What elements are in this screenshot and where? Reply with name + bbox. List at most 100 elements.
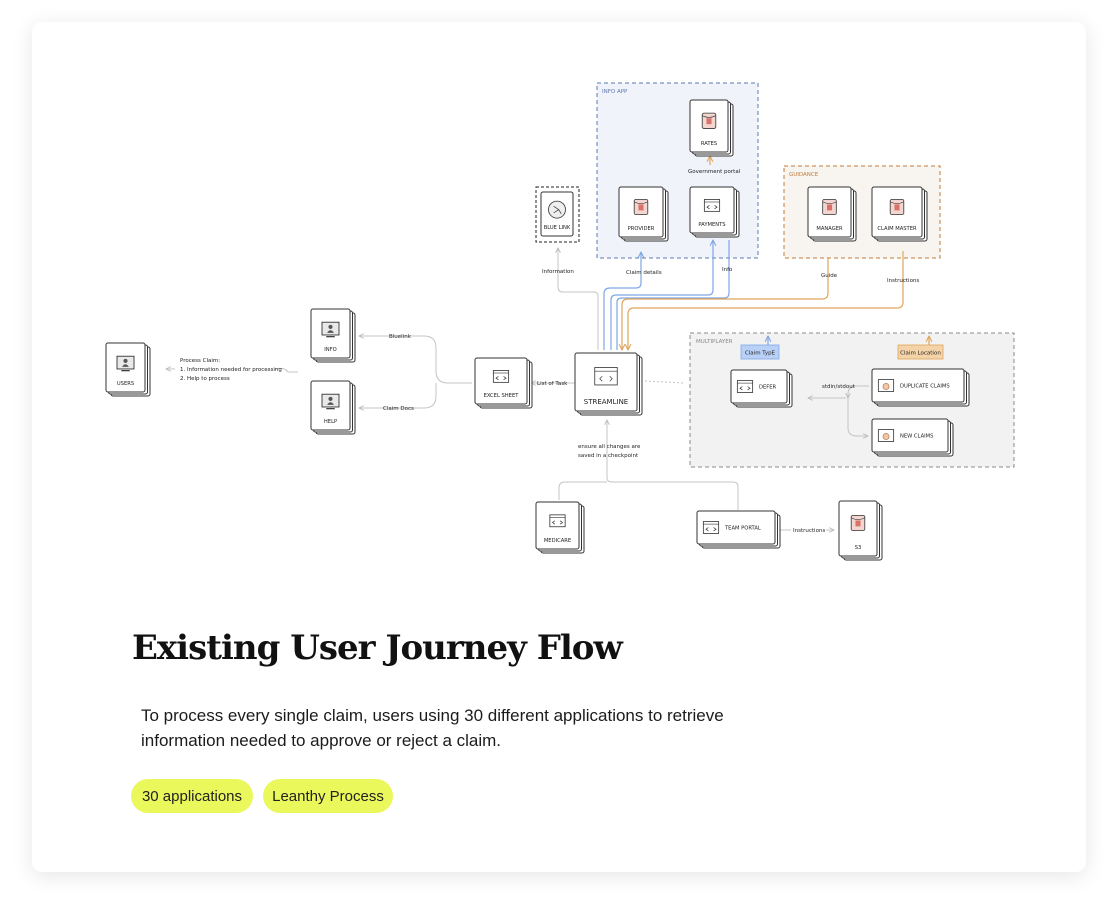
node-help-monitor-user-icon-body [327,402,334,405]
edge-label-claim-docs: Claim Docs [383,406,414,412]
badge-claim-type-label: Claim TypE [745,351,776,357]
node-excel-sheet-label: EXCEL SHEET [484,393,520,399]
node-team-portal: TEAM PORTAL [696,510,781,549]
edge-excel-help [359,383,437,408]
node-blue-link: BLUE LINK [540,191,574,237]
node-provider-database-icon-mark [638,204,644,211]
node-defer-card [730,369,788,404]
node-new-claims-card [871,418,949,453]
process-note: Process Claim: 1. Information needed for… [180,358,282,382]
node-blue-link-share-icon-links [553,205,562,215]
checkpoint-note-line-1: ensure all changes are [578,444,641,450]
edge-label-stdin-stdout: stdin/stdout [822,384,856,390]
node-defer-label: DEFER [759,385,777,391]
edge-users-process [274,367,298,373]
edge-streamline-bluelink [558,248,599,350]
node-info-laptop-user-icon-body [327,330,334,333]
node-rates-label: RATES [701,141,717,147]
node-medicare-code-window-icon [549,514,566,528]
node-rates-database-icon-mark [706,118,712,125]
node-payments-code-window-icon-brackets [706,205,718,210]
node-streamline-label: STREAMLINE [584,398,628,406]
node-excel-sheet-code-window-icon [492,370,510,383]
node-medicare-label: MEDICARE [544,538,571,544]
edge-label-claim-details: Claim details [626,270,662,276]
node-duplicate-claims: DUPLICATE CLAIMS [871,368,970,407]
node-new-claims-label: NEW CLAIMS [900,434,933,440]
tag-applications: 30 applications [131,779,253,813]
node-medicare: MEDICARE [535,501,585,554]
node-defer-code-window-icon [736,380,754,393]
edge-label-guide: Guide [821,273,838,279]
node-streamline-code-window-icon [594,367,618,386]
node-s3-database-icon-rim [851,517,865,520]
node-new-claims-bot-icon-face [882,433,890,440]
node-rates: RATES [689,99,734,157]
checkpoint-note-line-2: saved in a checkpoint [578,453,639,459]
node-s3-database-icon-mark [855,520,861,527]
node-excel-sheet-code-window-icon-brackets [495,376,507,381]
page-description: To process every single claim, users usi… [141,706,724,750]
node-rates-database-icon-rim [702,115,716,118]
node-team-portal-label: TEAM PORTAL [724,526,761,532]
group-multiplayer-label: MULTIPLAYER [696,339,733,345]
badge-claim-type [740,344,780,360]
badge-claim-location [897,344,944,360]
node-help: HELP [310,380,356,435]
node-users-monitor-user-icon-body [122,364,129,367]
node-users: USERS [105,342,151,397]
edge-checkpoint-teamportal [606,470,739,510]
node-s3: S3 [838,500,883,561]
node-new-claims: NEW CLAIMS [871,418,954,457]
node-payments: PAYMENTS [689,186,740,238]
edge-label-teamportal-instructions: Instructions [793,528,825,534]
node-manager: MANAGER [807,186,857,242]
edge-checkpoint-medicare [558,481,607,500]
edge-streamline-multiplayer [644,380,685,384]
edge-info [616,240,730,350]
node-team-portal-card [696,510,776,545]
checkpoint-note: ensure all changes are saved in a checkp… [578,444,641,459]
nodes-layer: USERS INFO HELP EXCEL SHEET STREAMLINE BLUE L… [105,99,970,561]
node-users-monitor-user-icon-head [123,358,128,363]
edge-label-instructions: Instructions [887,278,919,284]
blue-link-dashed-frame [535,186,580,243]
node-provider-label: PROVIDER [628,226,655,232]
node-defer: DEFER [730,369,793,408]
group-info-app-label: INFO APP [602,89,628,95]
edge-instructions [628,251,904,350]
node-team-portal-code-window-icon-brackets [705,527,717,532]
group-guidance-label: GUIDANCE [789,172,819,178]
node-defer-code-window-icon-brackets [739,386,751,391]
node-payments-label: PAYMENTS [698,222,725,228]
tag-process: Leanthy Process [263,779,393,813]
node-duplicate-claims-label: DUPLICATE CLAIMS [900,384,950,390]
node-help-label: HELP [324,419,337,425]
node-claim-master-database-icon-rim [890,201,904,204]
node-help-monitor-user-icon-head [328,396,333,401]
node-manager-database-icon-rim [822,201,837,204]
edge-provider [603,252,641,350]
node-provider: PROVIDER [618,186,669,242]
edge-newclaims [847,398,868,436]
node-payments-code-window-icon [703,199,721,212]
page-title: Existing User Journey Flow [132,628,623,668]
node-blue-link-label: BLUE LINK [544,225,571,231]
edge-label-government-portal: Government portal [688,169,741,175]
node-medicare-code-window-icon-brackets [551,520,564,525]
edge-label-info: Info [722,267,733,273]
node-info-label: INFO [324,347,336,353]
edge-label-list-of-task: List of Task [537,381,568,387]
edge-duplicate [848,385,869,398]
node-provider-database-icon-rim [634,201,648,204]
node-manager-label: MANAGER [816,226,843,232]
badge-claim-location-label: Claim Location [900,351,941,357]
node-streamline: STREAMLINE [574,352,643,416]
node-claim-master: CLAIM MASTER [871,186,928,242]
node-duplicate-claims-bot-icon-face [882,383,890,390]
edge-label-information: Information [542,269,574,275]
edge-payments [610,240,713,350]
node-claim-master-database-icon-mark [894,204,900,211]
node-manager-database-icon-mark [826,204,833,211]
